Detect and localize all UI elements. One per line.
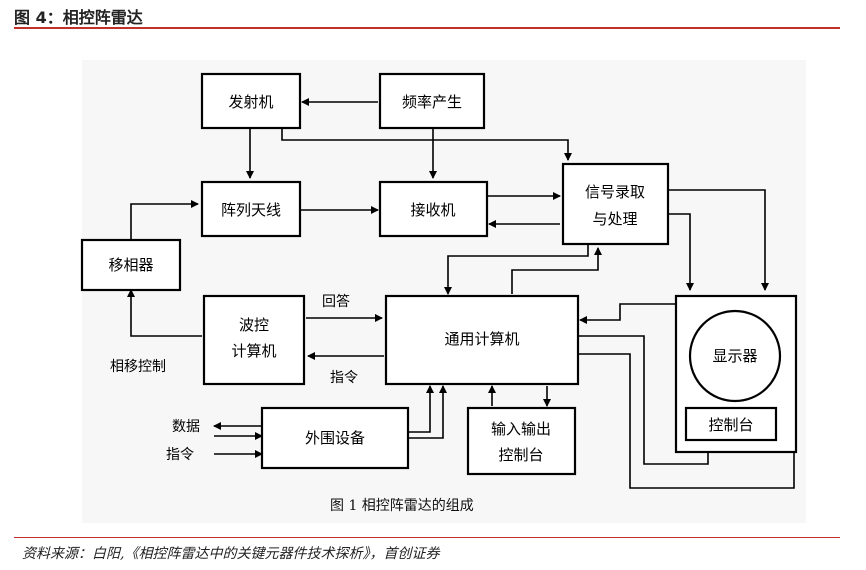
display-unit-block: 显示器 控制台 [674, 294, 798, 454]
connectors [127, 98, 795, 489]
freq-gen-label: 频率产生 [402, 93, 462, 111]
source-note: 资料来源：白阳,《相控阵雷达中的关键元器件技术探析》，首创证券 [22, 546, 440, 562]
general-computer-block: 通用计算机 [384, 294, 580, 386]
signal-proc-label-1: 信号录取 [585, 183, 645, 201]
reply-label: 回答 [322, 293, 350, 310]
command-label: 指令 [330, 370, 358, 386]
display-circle [688, 309, 782, 403]
footer-rule [14, 537, 840, 538]
general-computer-label: 通用计算机 [444, 330, 519, 348]
signal-proc-label-2: 与处理 [592, 210, 637, 228]
transmitter-block: 发射机 [200, 72, 302, 130]
display-label: 显示器 [712, 347, 757, 365]
header-rule [14, 27, 840, 29]
command2-label: 指令 [166, 447, 194, 463]
receiver-label: 接收机 [410, 201, 455, 219]
figure-caption: 图 1 相控阵雷达的组成 [330, 498, 474, 514]
console-label: 控制台 [708, 416, 753, 434]
io-console-block: 输入输出 控制台 [466, 406, 577, 476]
transmitter-label: 发射机 [228, 93, 273, 111]
phase-ctrl-label: 相移控制 [110, 359, 166, 375]
phase-shifter-block: 移相器 [80, 238, 182, 292]
io-console-label-1: 输入输出 [491, 420, 551, 438]
beam-ctrl-block: 波控 计算机 [202, 294, 306, 386]
io-console-label-2: 控制台 [498, 446, 543, 464]
peripherals-block: 外围设备 [260, 406, 410, 470]
page-header-title: 图 4：相控阵雷达 [14, 8, 143, 27]
receiver-block: 接收机 [378, 180, 489, 238]
peripherals-label: 外围设备 [305, 429, 365, 447]
signal-proc-block: 信号录取 与处理 [561, 162, 670, 246]
phase-shifter-label: 移相器 [108, 256, 153, 274]
array-antenna-label: 阵列天线 [221, 201, 281, 219]
data-label: 数据 [172, 419, 200, 435]
array-antenna-block: 阵列天线 [200, 180, 302, 238]
beam-ctrl-label-2: 计算机 [231, 342, 276, 360]
beam-ctrl-label-1: 波控 [239, 316, 269, 334]
freq-gen-block: 频率产生 [378, 72, 486, 130]
